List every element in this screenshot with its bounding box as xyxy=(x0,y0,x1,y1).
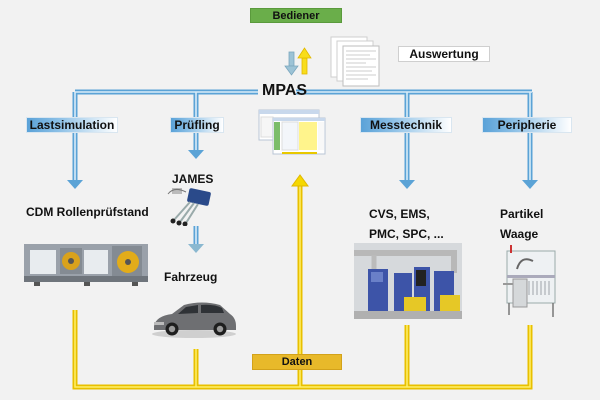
dyno-label: CDM Rollenprüfstand xyxy=(26,205,149,219)
james-device-image xyxy=(167,188,211,226)
arrow-up-icon xyxy=(291,174,309,187)
james-label: JAMES xyxy=(172,172,214,186)
dyno-image xyxy=(24,244,148,286)
measurement-label-1: CVS, EMS, xyxy=(369,207,430,221)
mpas-software-image xyxy=(258,109,326,155)
evaluation-tag: Auswertung xyxy=(398,46,490,62)
report-documents-image xyxy=(330,36,380,87)
arrow-down-icon xyxy=(188,244,204,253)
branch-tag-peripherie: Peripherie xyxy=(482,117,572,133)
operator-exchange-icon xyxy=(284,47,312,76)
vehicle-label: Fahrzeug xyxy=(164,270,218,284)
periphery-label-2: Waage xyxy=(500,227,539,241)
operator-tag: Bediener xyxy=(250,8,342,23)
vehicle-image xyxy=(152,302,236,338)
measurement-label-2: PMC, SPC, ... xyxy=(369,227,444,241)
particle-balance-image xyxy=(503,245,556,317)
branch-tag-messtechnik: Messtechnik xyxy=(360,117,452,133)
arrow-down-icon xyxy=(188,150,204,159)
arrow-down-icon xyxy=(67,180,83,189)
measurement-equipment-image xyxy=(354,243,462,319)
arrow-down-icon xyxy=(522,180,538,189)
mpas-title: MPAS xyxy=(262,82,308,99)
data-tag: Daten xyxy=(252,354,342,370)
branch-tag-pruefling: Prüfling xyxy=(170,117,224,133)
arrow-down-icon xyxy=(399,180,415,189)
periphery-label-1: Partikel xyxy=(500,207,544,221)
branch-tag-lastsimulation: Lastsimulation xyxy=(26,117,118,133)
